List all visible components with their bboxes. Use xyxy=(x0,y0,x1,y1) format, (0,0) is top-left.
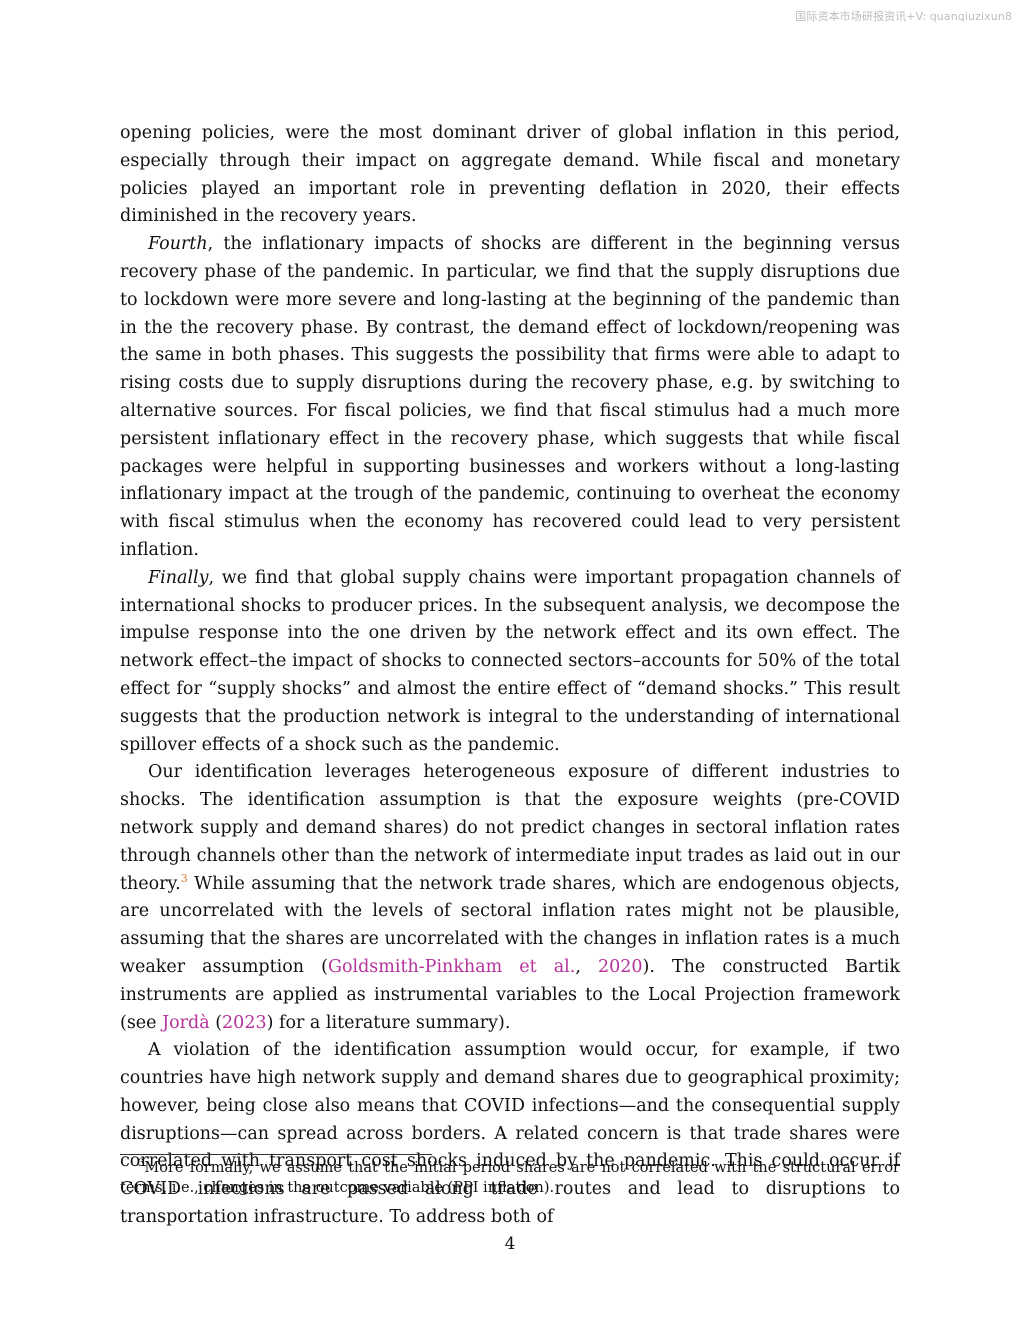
paragraph-1: opening policies, were the most dominant… xyxy=(120,123,900,227)
footnote-ref-link[interactable]: 3 xyxy=(180,871,188,885)
paragraph-5: A violation of the identification assump… xyxy=(120,1040,900,1228)
paragraph-3-body: , we find that global supply chains were… xyxy=(120,567,900,755)
paragraph-4-text-a: Our identification leverages heterogeneo… xyxy=(120,762,900,894)
paragraph-3: Finally, we find that global supply chai… xyxy=(120,565,900,760)
footnote-number: 3 xyxy=(138,1158,145,1170)
footnote-text: More formally, we assume that the initia… xyxy=(120,1160,900,1196)
paragraph-4-text-c: , xyxy=(575,956,598,977)
citation-link-goldsmith-pinkham[interactable]: Goldsmith-Pinkham et al. xyxy=(327,956,576,977)
page-body: opening policies, were the most dominant… xyxy=(120,120,900,1232)
citation-year-link-2020[interactable]: 2020 xyxy=(597,956,643,977)
paragraph-3-lead: Finally xyxy=(148,567,209,588)
citation-year-link-2023[interactable]: 2023 xyxy=(222,1012,267,1033)
paragraph-4: Our identification leverages heterogeneo… xyxy=(120,759,900,1037)
page-number: 4 xyxy=(504,1234,516,1254)
watermark-text: 国际资本市场研报资讯+V: quanqiuzixun8 xyxy=(795,10,1012,23)
citation-link-jorda[interactable]: Jordà xyxy=(162,1012,210,1033)
paragraph-4-text-e: ( xyxy=(209,1012,223,1033)
paragraph-2-lead: Fourth xyxy=(148,234,208,255)
paragraph-2-body: , the inflationary impacts of shocks are… xyxy=(120,234,900,560)
paragraph-4-text-b: While assuming that the network trade sh… xyxy=(120,873,900,977)
paragraph-4-text-f: ) for a literature summary). xyxy=(266,1012,511,1033)
paragraph-2: Fourth, the inflationary impacts of shoc… xyxy=(120,231,900,565)
footnote-divider xyxy=(120,1154,432,1155)
footnote: 3More formally, we assume that the initi… xyxy=(120,1159,900,1198)
paragraph-4-text-d: ). The constructed Bartik instruments ar… xyxy=(120,956,900,1033)
